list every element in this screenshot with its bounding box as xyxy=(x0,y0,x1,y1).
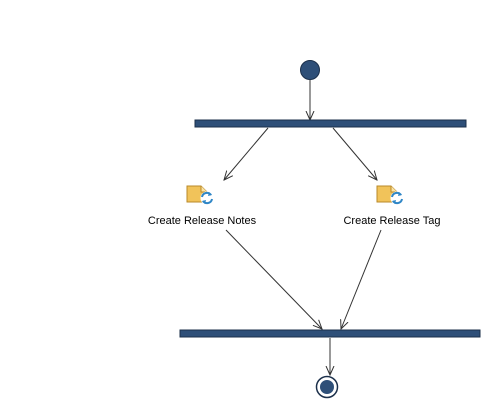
folder-refresh-icon xyxy=(376,185,404,205)
edge-fork-to-release-tag xyxy=(332,127,377,180)
edge-fork-to-release-notes xyxy=(224,127,269,180)
action-create-release-notes[interactable] xyxy=(186,185,214,205)
initial-node[interactable] xyxy=(300,60,320,80)
join-bar[interactable] xyxy=(179,329,481,338)
edge-release-notes-to-join xyxy=(225,229,322,329)
action-label-release-notes: Create Release Notes xyxy=(147,215,257,227)
folder-refresh-icon xyxy=(186,185,214,205)
edge-release-tag-to-join xyxy=(341,229,382,329)
final-node[interactable] xyxy=(315,375,339,399)
fork-bar[interactable] xyxy=(194,119,467,128)
action-label-release-tag: Create Release Tag xyxy=(343,215,441,227)
action-create-release-tag[interactable] xyxy=(376,185,404,205)
